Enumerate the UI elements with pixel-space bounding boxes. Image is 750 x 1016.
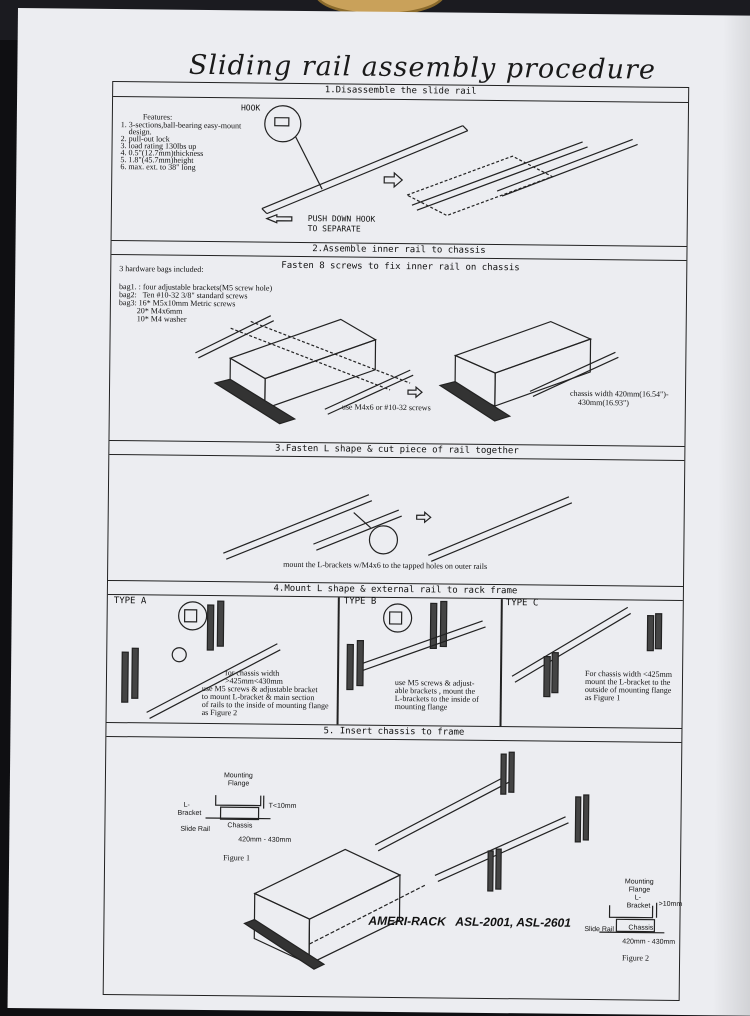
footer-model: AMERI-RACK ASL-2001, ASL-2601 [368,914,571,930]
page-shadow [712,15,750,1015]
page-title: Sliding rail assembly procedure [177,50,667,86]
instruction-sheet: Sliding rail assembly procedure 1.Disass… [8,8,750,1016]
section-5-drawing [104,82,691,1002]
procedure-frame: 1.Disassemble the slide rail 2.Assemble … [103,81,690,1001]
